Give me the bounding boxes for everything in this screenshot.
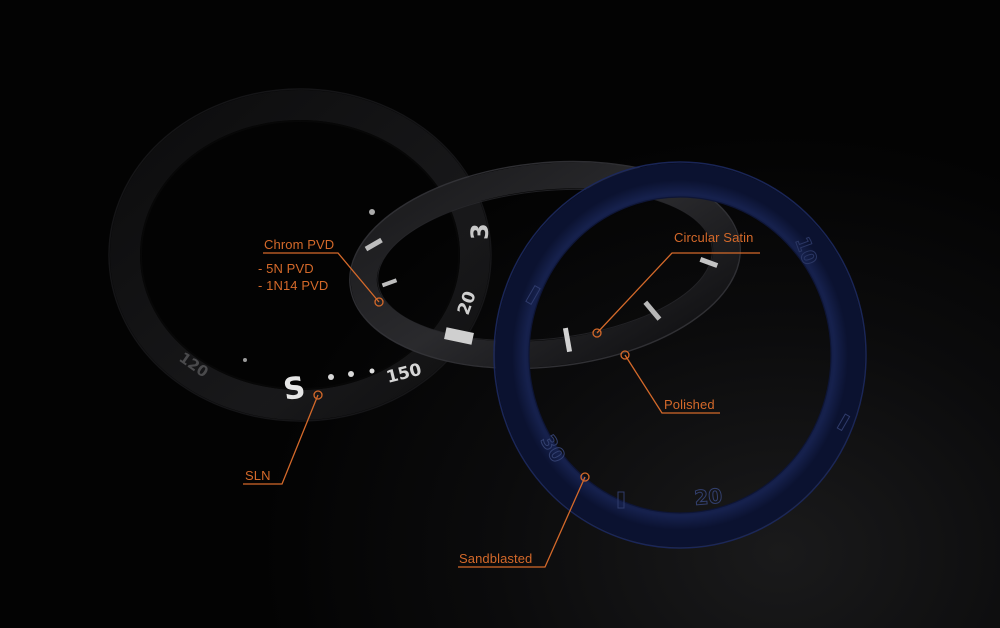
lume-dot [243, 358, 247, 362]
callout-lines [243, 252, 760, 568]
index-marker [364, 237, 383, 252]
callout-dot-sln [313, 390, 323, 400]
bezel-s-numeral: S [281, 370, 307, 408]
index-marker [617, 491, 625, 509]
callout-line-circular-satin [596, 252, 760, 334]
index-marker [381, 278, 398, 288]
bezel-20-numeral: 20 [693, 484, 723, 510]
index-marker [836, 413, 851, 432]
callout-label-5n-pvd: - 5N PVD [258, 261, 314, 276]
callout-dot-sandblasted [580, 472, 590, 482]
index-marker [525, 285, 541, 305]
callout-label-chrom-pvd: Chrom PVD [264, 237, 335, 252]
callout-dot-chrom-pvd [374, 297, 384, 307]
index-marker [643, 300, 662, 321]
callout-label-polished: Polished [664, 397, 715, 412]
callout-label-sln: SLN [245, 468, 271, 483]
callout-label-sandblasted: Sandblasted [459, 551, 533, 566]
callout-dot-circular-satin [592, 328, 602, 338]
callout-line-chrom-pvd [263, 252, 380, 303]
callout-label-circular-satin: Circular Satin [674, 230, 754, 245]
callout-dot-polished [620, 350, 630, 360]
lume-dot [348, 371, 354, 377]
lume-dot [369, 368, 375, 374]
index-marker [699, 257, 719, 268]
black-ceramic-bezel: S 150 120 [108, 88, 492, 422]
index-marker [562, 327, 573, 353]
lume-dot [369, 209, 375, 215]
lume-dot [328, 374, 334, 380]
callout-line-polished [624, 354, 720, 414]
index-marker [444, 327, 474, 345]
callout-line-sandblasted [458, 476, 586, 568]
callout-label-1n14-pvd: - 1N14 PVD [258, 278, 329, 293]
bezel-3-numeral: 3 [466, 223, 494, 240]
callout-line-sln [243, 394, 319, 485]
